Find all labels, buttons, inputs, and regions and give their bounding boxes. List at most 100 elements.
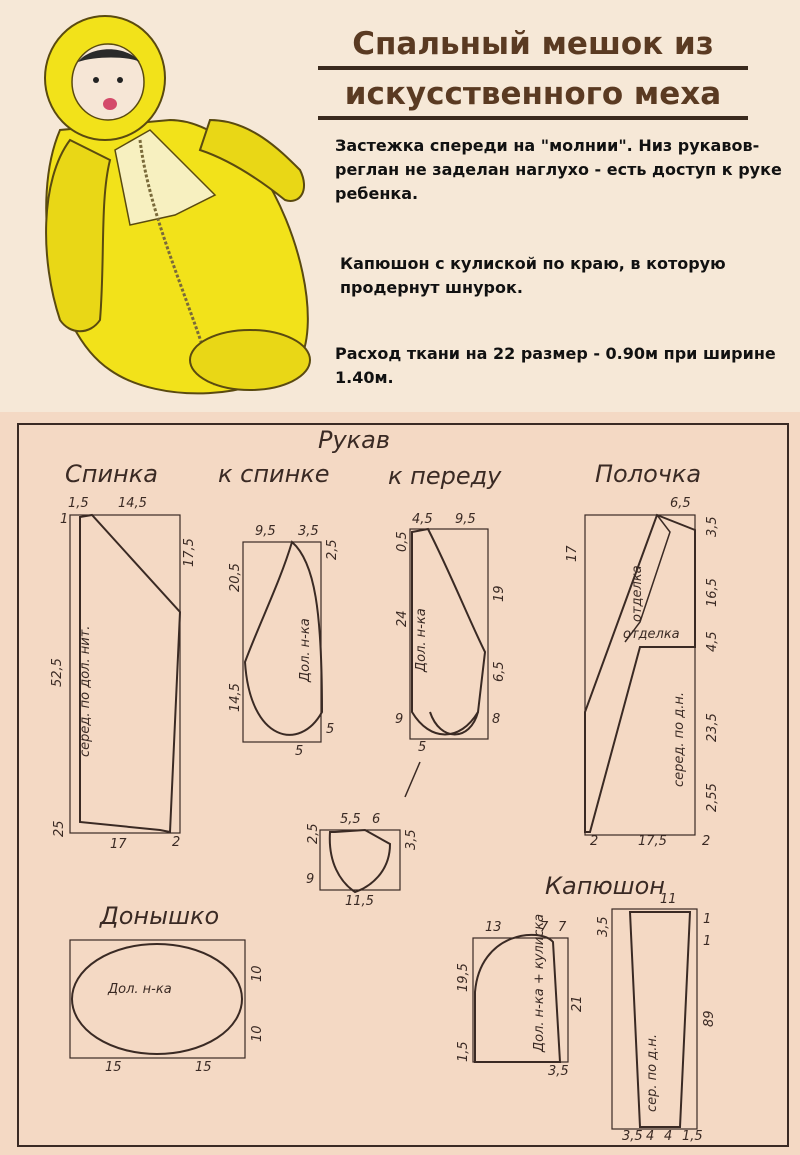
- dim-back-1: 1: [60, 512, 69, 527]
- sleeve-title: Рукав: [318, 426, 391, 454]
- bottom-grain-label: Дол. н-ка: [108, 982, 172, 997]
- dim-sb-top1: 9,5: [255, 524, 276, 539]
- dim-fr-bottom-left: 2: [590, 834, 599, 849]
- title-line-1: Спальный мешок из: [318, 24, 748, 70]
- dim-sm-bottom: 11,5: [345, 894, 374, 909]
- dim-fr-r1: 3,5: [705, 516, 720, 537]
- hood-title: Капюшон: [545, 872, 665, 900]
- dim-hd-top: 13: [485, 920, 502, 935]
- dim-hd-left: 19,5: [456, 963, 471, 992]
- dim-sm-top1: 5,5: [340, 812, 361, 827]
- dim-sb-bottom: 5: [295, 744, 304, 759]
- description-hood: Капюшон с кулиской по краю, в которую пр…: [340, 254, 726, 297]
- sleeve-front-label: Дол. н-ка: [414, 608, 429, 672]
- dim-hs-right1: 1: [703, 912, 712, 927]
- baby-sleeping-bag-illustration: [44, 15, 311, 395]
- description-zipper: Застежка спереди на "молнии". Низ рукаво…: [335, 136, 782, 203]
- dim-sb-left1: 20,5: [228, 563, 243, 592]
- back-title: Спинка: [65, 460, 158, 488]
- dim-fr-r3: 4,5: [705, 631, 720, 652]
- dim-hd-right: 21: [570, 995, 585, 1012]
- dim-hd-left2: 1,5: [456, 1041, 471, 1062]
- dim-hs-bottom2: 4: [646, 1129, 655, 1144]
- dim-fr-r5: 2,55: [705, 783, 720, 812]
- dim-back-top2: 14,5: [118, 496, 147, 511]
- facing-label: отделка: [630, 565, 645, 622]
- hood-piece: [474, 933, 562, 1063]
- bottom-piece: [71, 943, 243, 1055]
- dim-hs-top: 11: [660, 892, 677, 907]
- pattern-sheet: Рукав Спинка к спинке к переду Полочка Д…: [0, 412, 800, 1155]
- back-center-label: серед. по дол. нит.: [78, 625, 93, 757]
- dim-fr-r2: 16,5: [705, 578, 720, 607]
- dim-fr-r4: 23,5: [705, 713, 720, 742]
- sleeve-back-label: Дол. н-ка: [298, 618, 313, 682]
- dim-hd-top2: 7: [540, 920, 549, 935]
- dim-back-bottom-left: 25: [52, 820, 67, 837]
- sleeve-to-back-title: к спинке: [218, 460, 330, 488]
- hood-strip-frame: [611, 908, 698, 1130]
- title-line-2: искусственного меха: [318, 74, 748, 120]
- sleeve-front-frame: [409, 528, 489, 740]
- dim-bt-bottom2: 15: [195, 1060, 212, 1075]
- dim-sf-l1: 0,5: [395, 531, 410, 552]
- dim-sb-r2: 5: [326, 722, 335, 737]
- dim-sf-l2: 24: [395, 610, 410, 627]
- dim-sb-r1: 2,5: [325, 539, 340, 560]
- dim-hs-bottom4: 1,5: [682, 1129, 703, 1144]
- dim-hs-left: 3,5: [596, 916, 611, 937]
- dim-bt-bottom1: 15: [105, 1060, 122, 1075]
- dim-back-left: 52,5: [50, 658, 65, 687]
- dim-back-bottom: 17: [110, 837, 127, 852]
- facing-label-2: отделка: [623, 627, 680, 642]
- dim-sf-l3: 9: [395, 712, 404, 727]
- dim-sf-r1: 19: [492, 585, 507, 602]
- gusset-piece: [328, 828, 392, 894]
- header-section: Спальный мешок из искусственного меха За…: [0, 0, 800, 420]
- dim-fr-bottom-right: 2: [702, 834, 711, 849]
- sleeve-back-piece: [243, 540, 324, 736]
- sleeve-to-front-title: к переду: [388, 462, 502, 490]
- dim-sf-bottom: 5: [418, 740, 427, 755]
- dim-back-right: 17,5: [182, 538, 197, 567]
- dim-sb-top2: 3,5: [298, 524, 319, 539]
- pattern-frame: [17, 423, 789, 1147]
- dim-sm-top2: 6: [372, 812, 381, 827]
- bottom-frame: [69, 939, 246, 1059]
- front-title: Полочка: [595, 460, 702, 488]
- page-title: Спальный мешок из искусственного меха: [318, 24, 748, 124]
- dim-hs-bottom1: 3,5: [622, 1129, 643, 1144]
- back-piece: [79, 513, 182, 834]
- front-frame: [584, 514, 696, 836]
- dim-bt-right2: 10: [250, 1025, 265, 1042]
- front-center-label: серед. по д.н.: [672, 692, 687, 787]
- hood-strip-piece: [628, 911, 692, 1128]
- dim-bt-right1: 10: [250, 965, 265, 982]
- dim-hd-bottom: 3,5: [548, 1064, 569, 1079]
- dim-back-top1: 1,5: [68, 496, 89, 511]
- dim-hd-top3: 7: [558, 920, 567, 935]
- front-piece: [584, 513, 696, 833]
- dim-sf-top1: 4,5: [412, 512, 433, 527]
- dim-fr-top: 6,5: [670, 496, 691, 511]
- pattern-drawing: [17, 423, 789, 1147]
- dim-sm-right: 3,5: [404, 829, 419, 850]
- dim-hs-bottom3: 4: [664, 1129, 673, 1144]
- hood-strip-label: сер. по д.н.: [645, 1034, 660, 1112]
- dim-sb-left2: 14,5: [228, 683, 243, 712]
- description-fabric: Расход ткани на 22 размер - 0.90м при ши…: [335, 344, 776, 387]
- sleeve-front-piece: [411, 527, 487, 736]
- dim-fr-bottom: 17,5: [638, 834, 667, 849]
- dim-hs-right2: 1: [703, 934, 712, 949]
- dim-back-bottom-right: 2: [172, 835, 181, 850]
- dim-sm-left2: 9: [306, 872, 315, 887]
- dim-sf-top2: 9,5: [455, 512, 476, 527]
- dim-fr-left: 17: [565, 545, 580, 562]
- dim-sm-left: 2,5: [306, 823, 321, 844]
- dim-sf-r2: 6,5: [492, 661, 507, 682]
- dim-sf-r3: 8: [492, 712, 501, 727]
- back-frame: [69, 514, 181, 834]
- sleeve-front-curve: [429, 711, 479, 736]
- dim-hs-right3: 89: [702, 1010, 717, 1027]
- bottom-title: Донышко: [100, 902, 220, 930]
